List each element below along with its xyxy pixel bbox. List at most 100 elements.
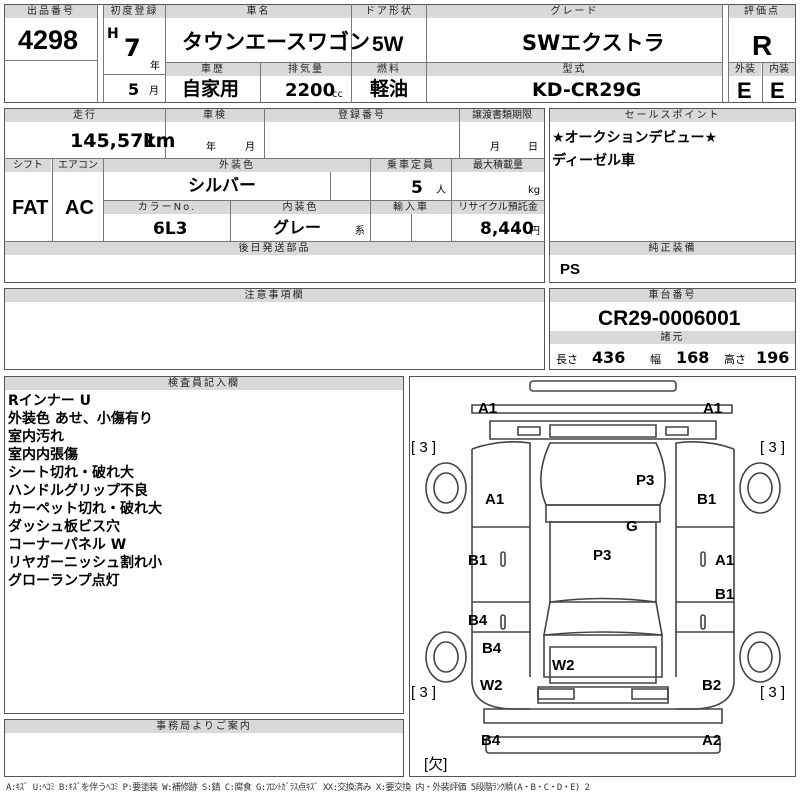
history: 自家用 — [182, 78, 240, 100]
year-unit: 年 — [150, 61, 160, 72]
note-1: Rインナー U — [8, 393, 92, 409]
era: H — [107, 26, 119, 42]
specs-header: 諸元 — [550, 331, 795, 344]
width: 168 — [676, 348, 710, 367]
registration-month: 5 — [128, 80, 140, 99]
damage-b1-right-fender: B1 — [697, 491, 717, 508]
score-header: 評価点 — [729, 5, 795, 18]
shift-header: シフト — [5, 159, 51, 172]
note-4: 室内内張傷 — [8, 447, 78, 463]
caution-header: 注意事項欄 — [5, 289, 544, 302]
note-11: グローランプ点灯 — [8, 573, 120, 589]
displacement-unit: cc — [332, 89, 343, 100]
exterior-color-header: 外装色 — [104, 159, 370, 172]
car-diagram — [425, 380, 781, 754]
sales-point-header: セールスポイント — [550, 109, 795, 122]
model: KD-CR29G — [532, 79, 642, 101]
color-number-header: カラーNo. — [104, 201, 230, 214]
length: 436 — [592, 348, 626, 367]
chassis-number: CR29-0006001 — [598, 307, 741, 330]
registration-number-header: 登録番号 — [265, 109, 459, 122]
damage-a1-right-door: A1 — [715, 552, 735, 569]
tire-front-left: [ 3 ] — [411, 439, 437, 456]
lot-number-header: 出品番号 — [5, 5, 97, 18]
note-5: シート切れ・破れ大 — [8, 465, 134, 481]
load-unit: kg — [528, 185, 541, 196]
ac-header: エアコン — [53, 159, 103, 172]
inspection-year-unit: 年 — [206, 142, 216, 153]
height-label: 高さ — [724, 353, 746, 366]
damage-a2-bumper: A2 — [702, 732, 722, 749]
office-header: 事務局よりご案内 — [5, 720, 403, 733]
tire-front-right: [ 3 ] — [760, 439, 786, 456]
score: R — [752, 30, 773, 61]
fuel: 軽油 — [370, 78, 409, 100]
damage-w2-left-rear: W2 — [480, 677, 503, 694]
exterior-header: 外装 — [729, 63, 761, 76]
width-label: 幅 — [650, 353, 661, 366]
damage-b2-right-rear: B2 — [702, 677, 722, 694]
note-3: 室内汚れ — [8, 429, 64, 445]
legend: A:ｷｽﾞ U:ﾍｺﾐ B:ｷｽﾞを伴うﾍｺﾐ P:要塗装 W:補修跡 S:錆 … — [6, 783, 590, 793]
door-header: ドア形状 — [352, 5, 426, 18]
damage-a1-front-left: A1 — [478, 400, 498, 417]
mileage-header: 走行 — [5, 109, 165, 122]
damage-b1-right-door2: B1 — [715, 586, 735, 603]
mileage: 145,571 — [70, 130, 157, 152]
exterior-color: シルバー — [188, 176, 256, 196]
equipment-header: 純正装備 — [550, 242, 795, 255]
capacity: 5 — [411, 178, 423, 198]
exterior-grade: E — [737, 78, 752, 103]
inspector-block — [4, 376, 404, 714]
damage-a1-front-right: A1 — [703, 400, 723, 417]
recycle-header: リサイクル預託金 — [452, 201, 544, 214]
displacement-header: 排気量 — [261, 63, 351, 76]
car-name: タウンエースワゴン — [182, 30, 370, 54]
door-type: 5W — [372, 33, 404, 56]
height: 196 — [756, 348, 790, 367]
damage-w2-rear-glass: W2 — [552, 657, 575, 674]
color-number: 6L3 — [153, 219, 188, 239]
length-label: 長さ — [556, 353, 578, 366]
sales-point-line-1: ★オークションデビュー★ — [552, 130, 718, 146]
recycle-unit: 円 — [530, 226, 540, 237]
tire-rear-left: [ 3 ] — [411, 684, 437, 701]
note-9: コーナーパネル W — [8, 537, 127, 553]
tire-rear-right: [ 3 ] — [760, 684, 786, 701]
recycle-deposit: 8,440 — [480, 219, 534, 239]
capacity-unit: 人 — [436, 185, 446, 196]
damage-b1-left-door: B1 — [468, 552, 488, 569]
damage-a1-left-fender: A1 — [485, 491, 505, 508]
interior-color-unit: 系 — [355, 226, 365, 237]
top-block — [4, 4, 796, 103]
sales-point-line-2: ディーゼル車 — [552, 153, 636, 169]
history-header: 車歴 — [166, 63, 260, 76]
damage-g-glass: G — [626, 518, 638, 535]
transfer-day-unit: 日 — [528, 142, 538, 153]
note-6: ハンドルグリップ不良 — [8, 483, 148, 499]
damage-b4-left-quarter: B4 — [482, 640, 502, 657]
transfer-month-unit: 月 — [490, 142, 500, 153]
transfer-deadline-header: 譲渡書類期限 — [460, 109, 544, 122]
damage-p3-roof: P3 — [593, 547, 612, 564]
interior-header: 内装 — [763, 63, 795, 76]
fuel-header: 燃料 — [352, 63, 426, 76]
equipment-value: PS — [560, 261, 581, 278]
inspector-notes: Rインナー U 外装色 あせ、小傷有り 室内汚れ 室内内張傷 シート切れ・破れ大… — [8, 392, 162, 590]
month-unit: 月 — [149, 86, 159, 97]
note-10: リヤガーニッシュ割れ小 — [8, 555, 162, 571]
model-header: 型式 — [427, 63, 722, 76]
chassis-header: 車台番号 — [550, 289, 795, 302]
registration-year: 7 — [124, 34, 141, 62]
inspection-header: 車検 — [166, 109, 264, 122]
note-7: カーペット切れ・破れ大 — [8, 501, 162, 517]
mileage-unit: km — [143, 130, 176, 152]
import-header: 輸入車 — [371, 201, 451, 214]
interior-color-header: 内装色 — [231, 201, 370, 214]
grade: SWエクストラ — [522, 31, 665, 55]
interior-color: グレー — [273, 218, 322, 237]
max-load-header: 最大積載量 — [452, 159, 544, 172]
capacity-header: 乗車定員 — [371, 159, 451, 172]
displacement: 2200 — [285, 80, 336, 101]
note-2: 外装色 あせ、小傷有り — [8, 411, 153, 427]
